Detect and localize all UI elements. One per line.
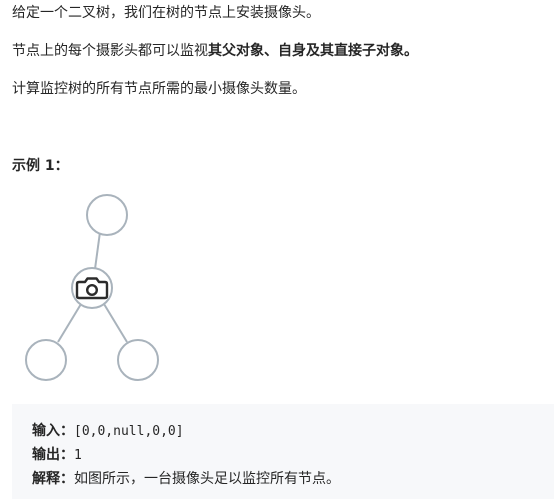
camera-icon <box>75 277 109 300</box>
tree-node-leaf-left <box>25 339 67 381</box>
tree-node-root <box>86 194 128 236</box>
problem-description-line-3: 计算监控树的所有节点所需的最小摄像头数量。 <box>12 79 306 99</box>
problem-description-line-2: 节点上的每个摄影头都可以监视其父对象、自身及其直接子对象。 <box>12 41 418 61</box>
example-code-block: 输入：[0,0,null,0,0] 输出：1 解释：如图所示，一台摄像头足以监控… <box>12 404 554 499</box>
problem-description-line-1: 给定一个二叉树，我们在树的节点上安装摄像头。 <box>12 3 320 23</box>
explanation-label: 解释： <box>32 471 74 487</box>
output-label: 输出： <box>32 447 74 463</box>
tree-edge <box>94 231 101 270</box>
output-value: 1 <box>74 448 82 463</box>
example-heading: 示例 1： <box>12 158 69 174</box>
input-value: [0,0,null,0,0] <box>74 424 184 439</box>
example-input-line: 输入：[0,0,null,0,0] <box>32 421 184 442</box>
description-text: 计算监控树的所有节点所需的最小摄像头数量。 <box>12 81 306 97</box>
example-explanation-line: 解释：如图所示，一台摄像头足以监控所有节点。 <box>32 469 340 489</box>
tree-edge <box>103 303 128 343</box>
binary-tree-diagram <box>25 194 159 381</box>
input-label: 输入： <box>32 423 74 439</box>
example-output-line: 输出：1 <box>32 445 82 466</box>
tree-node-leaf-right <box>117 339 159 381</box>
explanation-value: 如图所示，一台摄像头足以监控所有节点。 <box>74 471 340 487</box>
description-text: 给定一个二叉树，我们在树的节点上安装摄像头。 <box>12 5 320 21</box>
tree-edge <box>57 303 82 343</box>
description-text: 节点上的每个摄影头都可以监视 <box>12 43 208 59</box>
description-bold-text: 其父对象、自身及其直接子对象。 <box>208 43 418 59</box>
